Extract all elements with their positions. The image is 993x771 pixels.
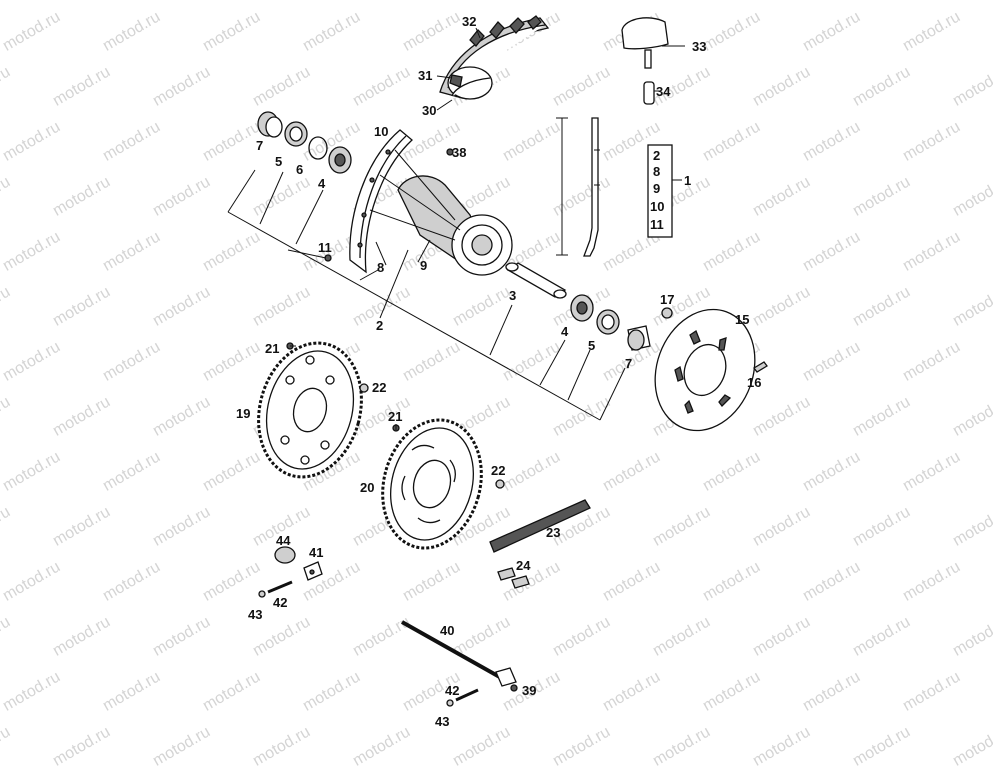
callout-16: 16 xyxy=(747,375,761,390)
sprocket-nut xyxy=(359,383,369,393)
callout-6: 6 xyxy=(296,162,303,177)
callout-9: 9 xyxy=(420,258,427,273)
kit-item-8: 8 xyxy=(653,164,660,179)
callout-3: 3 xyxy=(509,288,516,303)
callout-19: 19 xyxy=(236,406,250,421)
callout-4-right: 4 xyxy=(561,324,569,339)
callout-17: 17 xyxy=(660,292,674,307)
kit-item-10: 10 xyxy=(650,199,664,214)
callout-7-right: 7 xyxy=(625,356,632,371)
valve-cap xyxy=(643,81,660,105)
valve-screw xyxy=(446,148,454,156)
diagram-svg: 32 31 30 33 34 38 10 7 5 6 4 11 8 9 2 3 … xyxy=(227,14,768,729)
callout-1: 1 xyxy=(684,173,691,188)
callout-43-a: 43 xyxy=(248,607,262,622)
tube-valve xyxy=(621,17,685,69)
callout-21-a: 21 xyxy=(265,341,279,356)
callout-22-b: 22 xyxy=(491,463,505,478)
callout-15: 15 xyxy=(735,312,749,327)
callout-2: 2 xyxy=(376,318,383,333)
right-seal xyxy=(596,309,620,335)
sprocket-alt-nut xyxy=(495,479,505,489)
callout-39: 39 xyxy=(522,683,536,698)
callout-10: 10 xyxy=(374,124,388,139)
callout-20: 20 xyxy=(360,480,374,495)
callout-30: 30 xyxy=(422,103,436,118)
callout-33: 33 xyxy=(692,39,706,54)
callout-7-left: 7 xyxy=(256,138,263,153)
adjuster-locknut xyxy=(258,590,266,598)
callout-41: 41 xyxy=(309,545,323,560)
sprocket-alt xyxy=(381,418,483,550)
callout-8: 8 xyxy=(377,260,384,275)
master-link xyxy=(497,567,530,589)
rim xyxy=(349,129,413,274)
disc-bolt xyxy=(753,361,768,373)
callout-40: 40 xyxy=(440,623,454,638)
callout-43-b: 43 xyxy=(435,714,449,729)
callout-5-right: 5 xyxy=(588,338,595,353)
callout-42-b: 42 xyxy=(445,683,459,698)
callout-31: 31 xyxy=(418,68,432,83)
kit-item-11: 11 xyxy=(650,217,664,232)
callout-34: 34 xyxy=(656,84,671,99)
left-bearing xyxy=(328,146,352,174)
right-bushing xyxy=(627,325,651,351)
callout-24: 24 xyxy=(516,558,531,573)
sprocket-large xyxy=(257,341,363,479)
disc-nut xyxy=(661,307,673,319)
axle-spacer xyxy=(505,262,567,299)
callout-32: 32 xyxy=(462,14,476,29)
left-bushing xyxy=(257,111,283,138)
callout-11: 11 xyxy=(318,240,332,255)
callout-21-b: 21 xyxy=(388,409,402,424)
chain-adjuster xyxy=(303,561,323,581)
spoke xyxy=(556,117,600,257)
axle xyxy=(401,620,517,687)
callout-38: 38 xyxy=(452,145,466,160)
callout-44: 44 xyxy=(276,533,291,548)
leader-lines xyxy=(287,27,683,430)
callout-4-left: 4 xyxy=(318,176,326,191)
rim-tape xyxy=(451,77,491,97)
kit-item-2: 2 xyxy=(653,148,660,163)
chain xyxy=(489,499,591,553)
kit-item-9: 9 xyxy=(653,181,660,196)
callout-42-a: 42 xyxy=(273,595,287,610)
right-bearing xyxy=(570,294,594,322)
axle-locknut xyxy=(446,699,454,707)
axle-bolt xyxy=(455,688,479,702)
hub xyxy=(369,149,513,276)
brake-disc xyxy=(654,308,756,432)
left-circlip xyxy=(308,136,328,160)
adjuster-nut xyxy=(274,546,296,564)
left-seal xyxy=(284,121,308,147)
assembly-axis xyxy=(227,169,626,421)
callout-5-left: 5 xyxy=(275,154,282,169)
kit-box xyxy=(647,144,682,238)
axle-nut xyxy=(510,684,518,692)
callout-23: 23 xyxy=(546,525,560,540)
adjuster-bolt xyxy=(267,580,293,594)
callout-22-a: 22 xyxy=(372,380,386,395)
